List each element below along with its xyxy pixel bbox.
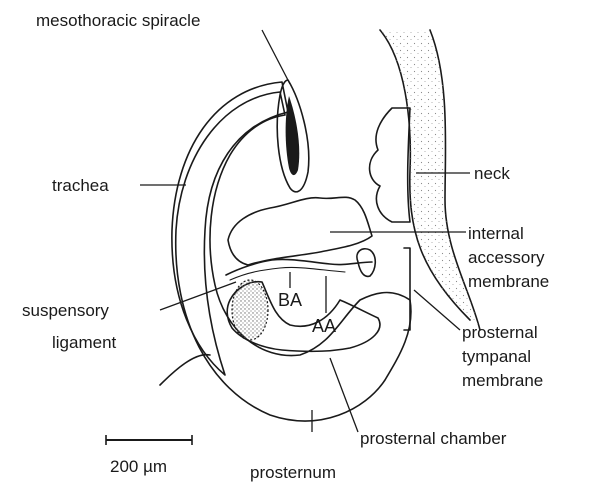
label-aa: AA [312,316,336,336]
leader-spiracle [262,30,290,84]
label-prosternal: prosternal [462,323,538,342]
label-accessory: accessory [468,248,545,267]
leader-suspensory [160,282,236,310]
membrane-wave-2 [230,267,345,280]
label-internal: internal [468,224,524,243]
leader-chamber [330,358,358,432]
label-trachea: trachea [52,176,109,195]
label-prosternum: prosternum [250,463,336,482]
suspensory-oval [232,280,268,340]
label-tympanal: tympanal [462,347,531,366]
scale-bar: 200 µm [106,435,192,476]
tympanal-bracket [404,248,410,330]
label-ligament: ligament [52,333,117,352]
label-ba: BA [278,290,302,310]
label-membrane-internal: membrane [468,272,549,291]
internal-accessory-membrane-shape [228,197,372,265]
label-suspensory: suspensory [22,301,109,320]
neck-membrane [370,108,410,222]
membrane-wave [226,259,372,275]
label-membrane-tympanal: membrane [462,371,543,390]
label-prosternal-chamber: prosternal chamber [360,429,507,448]
lower-left-curve [160,355,210,385]
spiracle-slit [286,96,300,175]
label-neck: neck [474,164,510,183]
label-mesothoracic-spiracle: mesothoracic spiracle [36,11,200,30]
scale-bar-label: 200 µm [110,457,167,476]
trachea-tube [172,82,288,375]
